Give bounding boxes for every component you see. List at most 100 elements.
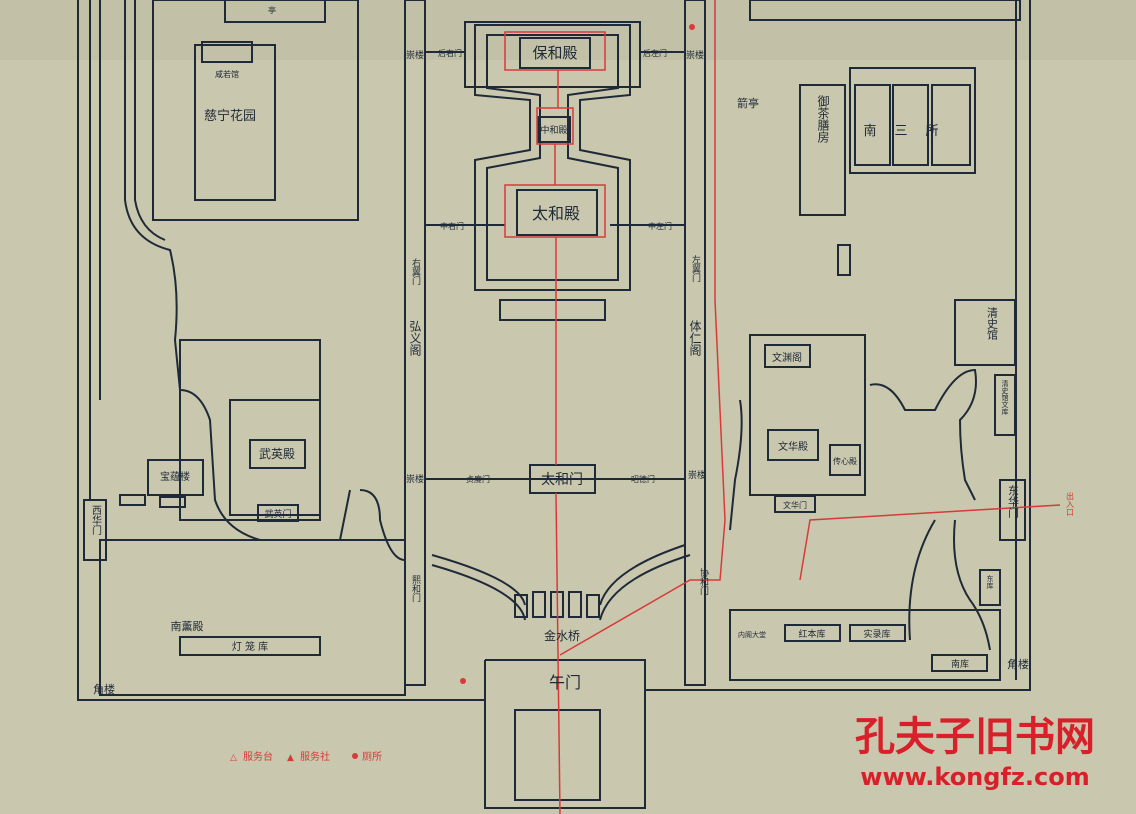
denglong-box bbox=[179, 636, 321, 656]
gate-youyi: 右翼门 bbox=[410, 257, 421, 286]
route-lines bbox=[504, 0, 1061, 814]
gate-xihuamen: 西华门 bbox=[90, 505, 102, 536]
taihe-gate-line bbox=[425, 51, 685, 226]
toilet-dots bbox=[460, 24, 695, 684]
bridge-jinshui: 金水桥 bbox=[544, 628, 580, 643]
wenyuange-box bbox=[764, 344, 811, 368]
taihe-outline bbox=[516, 189, 598, 236]
tower-jiaolou-west: 角楼 bbox=[93, 682, 115, 696]
building-outlines bbox=[77, 0, 1031, 809]
southeast-path bbox=[908, 519, 991, 651]
hall-taihe: 太和殿 bbox=[532, 204, 580, 223]
gate-zuoyi: 左翼门 bbox=[690, 254, 701, 283]
hall-xianruo: 咸若馆 bbox=[215, 69, 239, 79]
label-qingshi-ku: 清史馆文库 bbox=[1001, 379, 1009, 416]
nanku-box bbox=[931, 654, 988, 672]
hall-wuying: 武英殿 bbox=[259, 447, 295, 461]
cining-top bbox=[224, 0, 326, 23]
donghuamen-box bbox=[999, 479, 1026, 541]
nansansuo-cell-3 bbox=[931, 84, 971, 166]
yucha-building bbox=[799, 84, 846, 216]
terrace-outline-2 bbox=[486, 34, 619, 281]
gate-zhaode: 昭德门 bbox=[631, 474, 655, 484]
hongben-box bbox=[784, 624, 841, 642]
label-ting: 亭 bbox=[268, 5, 276, 15]
hall-baohe: 保和殿 bbox=[532, 44, 577, 62]
legend-toilet-dot bbox=[352, 753, 358, 759]
cining-garden bbox=[152, 0, 359, 221]
qingshiku-building bbox=[994, 374, 1016, 436]
bridge-1 bbox=[514, 594, 528, 618]
watermark-title: 孔夫子旧书网 bbox=[855, 714, 1095, 760]
terrace-outline-3 bbox=[499, 299, 606, 321]
cining-inner bbox=[194, 44, 276, 201]
nansansuo-cell-2 bbox=[892, 84, 929, 166]
tower-west-upper: 崇楼 bbox=[406, 49, 424, 61]
watermark: 孔夫子旧书网 www.kongfz.com bbox=[855, 714, 1095, 791]
baoyun-building bbox=[147, 459, 204, 496]
legend-desk-symbol: △ bbox=[230, 753, 237, 763]
west-corridor bbox=[404, 0, 426, 686]
west-small-1 bbox=[119, 494, 146, 506]
hall-chuanxin: 传心殿 bbox=[833, 456, 857, 466]
wenhua-gate bbox=[774, 495, 816, 513]
west-river bbox=[359, 489, 406, 561]
east-small-block bbox=[837, 244, 851, 276]
shilu-box bbox=[849, 624, 906, 642]
wenhua-hall bbox=[767, 429, 819, 461]
gate-wumen: 午门 bbox=[549, 673, 581, 692]
baohe-terrace bbox=[464, 21, 641, 88]
label-qingshiguan: 清史馆 bbox=[986, 307, 999, 341]
watermark-url: www.kongfz.com bbox=[860, 763, 1089, 791]
xihuamen-box bbox=[83, 499, 107, 561]
label-nansansuo: 南三所 bbox=[863, 123, 956, 139]
gate-wenhua-men: 文华门 bbox=[783, 500, 807, 510]
jianting-hall bbox=[749, 0, 1021, 21]
wumen-outline bbox=[484, 659, 646, 801]
gate-houyou: 后右门 bbox=[438, 48, 462, 58]
gate-hongyi: 弘义阁 bbox=[408, 320, 422, 357]
tower-east-lower: 崇楼 bbox=[688, 469, 706, 481]
gate-donghuamen: 东华门 bbox=[1007, 485, 1020, 519]
wuying-inner bbox=[229, 399, 321, 516]
legend-toilet: 厕所 bbox=[362, 751, 382, 763]
tower-east-upper: 崇楼 bbox=[686, 49, 704, 61]
hall-cining: 慈宁花园 bbox=[204, 108, 256, 124]
gate-zhendu: 贞度门 bbox=[466, 474, 490, 484]
map-legend: △ 服务台 ▲ 服务社 厕所 bbox=[230, 750, 382, 763]
label-shilu: 实录库 bbox=[863, 628, 890, 640]
tower-west-lower: 崇楼 bbox=[406, 473, 424, 485]
legend-service-desk: 服务台 bbox=[243, 750, 273, 763]
gate-zhongyou: 中右门 bbox=[440, 221, 464, 231]
paper-shade bbox=[0, 0, 1136, 60]
gate-xiehe: 协和门 bbox=[698, 567, 709, 596]
toilet-dot-1 bbox=[460, 678, 466, 684]
label-hongben: 红本库 bbox=[798, 628, 825, 640]
label-dongku: 东库 bbox=[986, 574, 994, 590]
wuying-gate bbox=[257, 504, 299, 522]
chuanxin-box bbox=[829, 444, 861, 476]
baohe-outline bbox=[519, 37, 591, 69]
nansansuo-compound bbox=[849, 67, 976, 174]
east-corridor bbox=[684, 0, 706, 686]
qingshiguan-building bbox=[954, 299, 1016, 366]
west-small-2 bbox=[159, 496, 186, 508]
toilet-dot-2 bbox=[689, 24, 695, 30]
dongku-box bbox=[979, 569, 1001, 606]
label-jianting: 箭亭 bbox=[737, 96, 759, 110]
xianruo-box bbox=[201, 41, 253, 63]
label-nanku: 南库 bbox=[951, 658, 969, 670]
hall-nanxun: 南薰殿 bbox=[171, 619, 204, 633]
terrace-outline bbox=[474, 24, 631, 291]
gate-tiren: 体仁阁 bbox=[688, 320, 702, 357]
west-path bbox=[124, 0, 351, 541]
hall-zhonghe: 中和殿 bbox=[540, 124, 567, 136]
label-neige-dadang: 内阁大堂 bbox=[738, 630, 766, 639]
tower-jiaolou-east: 角楼 bbox=[1007, 657, 1029, 671]
label-entrance: 出入口 bbox=[1066, 491, 1075, 516]
hall-baoyun: 宝蕴楼 bbox=[160, 470, 190, 483]
baohe-red-box bbox=[504, 31, 606, 71]
nansansuo-cell-1 bbox=[854, 84, 891, 166]
east-route bbox=[559, 0, 1061, 656]
